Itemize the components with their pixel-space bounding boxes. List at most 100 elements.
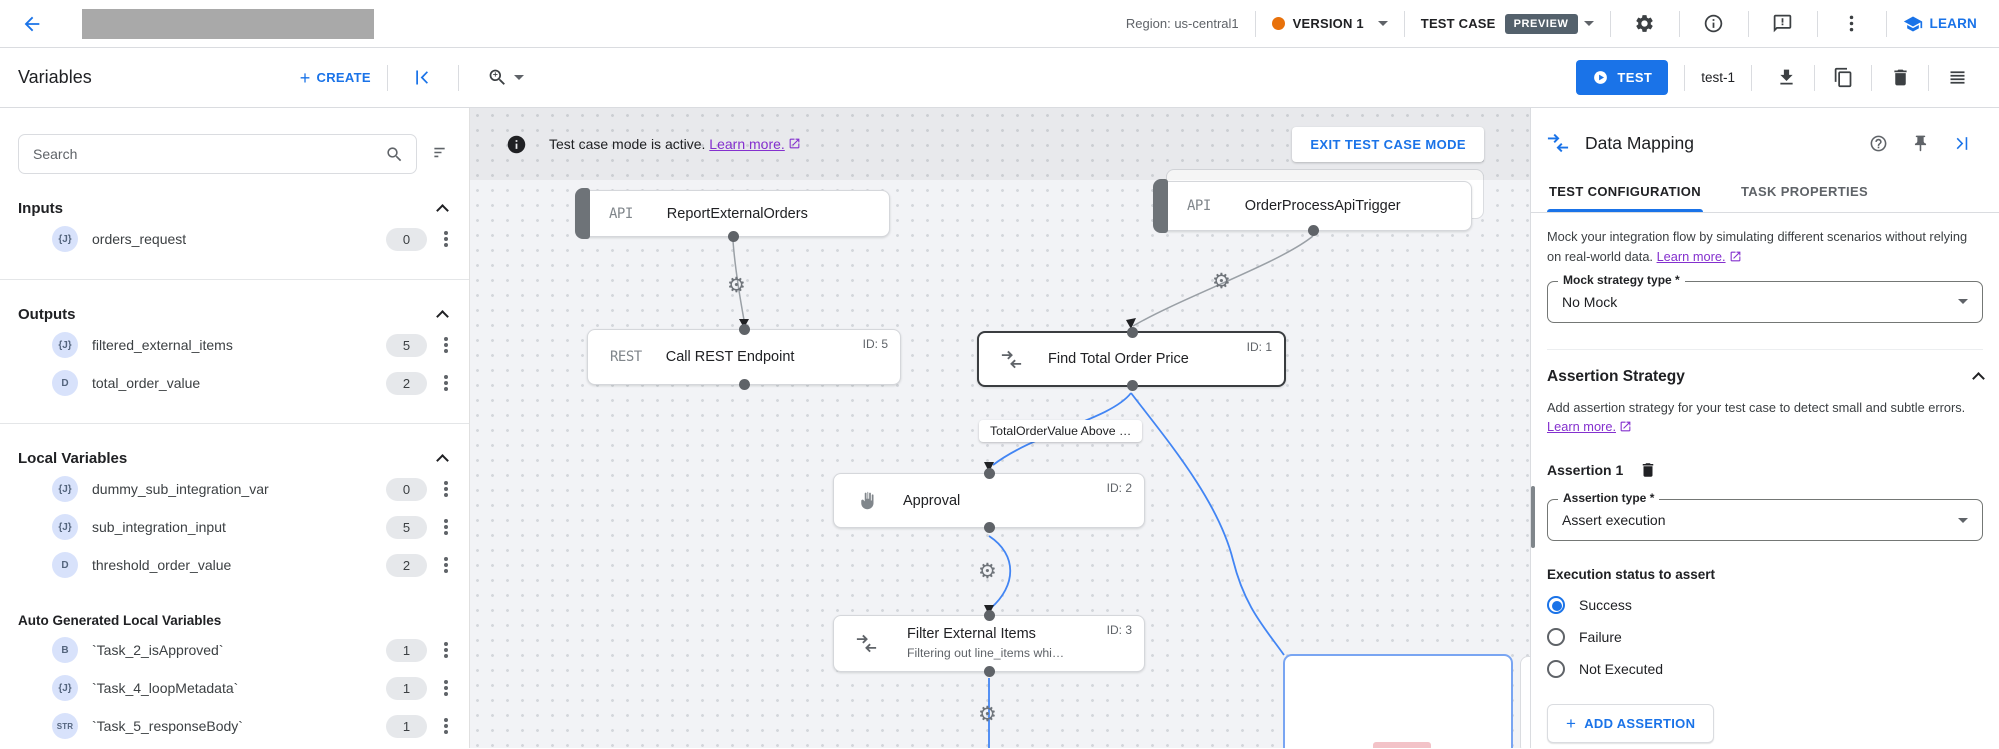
node-report-external-orders[interactable]: API ReportExternalOrders bbox=[576, 190, 890, 237]
variable-row[interactable]: {J} `Task_4_loopMetadata` 1 bbox=[52, 672, 459, 704]
variable-menu-button[interactable] bbox=[433, 478, 459, 500]
settings-button[interactable] bbox=[1627, 6, 1663, 42]
collapse-sidebar-button[interactable] bbox=[404, 60, 440, 96]
info-button[interactable] bbox=[1696, 6, 1732, 42]
variable-row[interactable]: D threshold_order_value 2 bbox=[52, 549, 459, 581]
duplicate-button[interactable] bbox=[1825, 60, 1861, 96]
output-port[interactable] bbox=[1127, 380, 1138, 391]
radio-option-not-executed[interactable]: Not Executed bbox=[1547, 660, 1983, 678]
close-panel-button[interactable] bbox=[1947, 128, 1977, 158]
exit-test-case-mode-button[interactable]: EXIT TEST CASE MODE bbox=[1292, 127, 1484, 162]
radio-option-success[interactable]: Success bbox=[1547, 596, 1983, 614]
variable-name: orders_request bbox=[92, 231, 186, 247]
variable-row[interactable]: {J} filtered_external_items 5 bbox=[52, 329, 459, 361]
pin-icon bbox=[1911, 134, 1930, 153]
edge-gear-icon[interactable]: ⚙ bbox=[1212, 271, 1231, 292]
delete-button[interactable] bbox=[1882, 60, 1918, 96]
variable-name: total_order_value bbox=[92, 375, 200, 391]
edge-condition-label[interactable]: TotalOrderValue Above … bbox=[979, 420, 1142, 442]
variable-menu-button[interactable] bbox=[433, 372, 459, 394]
variable-menu-button[interactable] bbox=[433, 334, 459, 356]
tab-test-configuration[interactable]: TEST CONFIGURATION bbox=[1547, 172, 1703, 212]
node-call-rest-endpoint[interactable]: REST Call REST Endpoint ID: 5 bbox=[587, 329, 901, 385]
help-button[interactable] bbox=[1863, 128, 1893, 158]
redacted-title-block bbox=[82, 9, 374, 39]
plus-icon: + bbox=[1566, 715, 1576, 732]
add-assertion-button[interactable]: + ADD ASSERTION bbox=[1547, 704, 1714, 743]
data-mapping-icon bbox=[1001, 349, 1022, 370]
data-mapping-panel: Data Mapping TEST CONFIGURATION TASK PRO… bbox=[1530, 108, 1999, 748]
input-port[interactable] bbox=[739, 324, 750, 335]
output-port[interactable] bbox=[1308, 225, 1319, 236]
chevron-down-icon bbox=[514, 75, 524, 80]
mock-learn-more-link[interactable]: Learn more. bbox=[1657, 249, 1726, 264]
assertion-type-select[interactable]: Assertion type * Assert execution bbox=[1547, 499, 1983, 541]
json-type-icon: {J} bbox=[52, 226, 78, 252]
help-icon bbox=[1869, 134, 1888, 153]
delete-assertion-icon[interactable] bbox=[1639, 461, 1657, 479]
variable-name: `Task_2_isApproved` bbox=[92, 642, 224, 658]
sort-variables-button[interactable] bbox=[427, 140, 455, 168]
search-input[interactable] bbox=[33, 146, 385, 162]
node-title: ReportExternalOrders bbox=[667, 206, 808, 222]
input-port[interactable] bbox=[984, 468, 995, 479]
download-button[interactable] bbox=[1768, 60, 1804, 96]
variable-menu-button[interactable] bbox=[433, 677, 459, 699]
learn-label: LEARN bbox=[1930, 16, 1978, 31]
run-test-button[interactable]: TEST bbox=[1576, 60, 1668, 95]
mock-strategy-select[interactable]: Mock strategy type * No Mock bbox=[1547, 281, 1983, 323]
outputs-section-header: Outputs bbox=[18, 306, 447, 323]
edge-gear-icon[interactable]: ⚙ bbox=[978, 561, 997, 582]
variable-row[interactable]: {J} sub_integration_input 5 bbox=[52, 511, 459, 543]
variable-row[interactable]: B `Task_2_isApproved` 1 bbox=[52, 634, 459, 666]
variable-name: threshold_order_value bbox=[92, 557, 231, 573]
integration-canvas[interactable]: Test case mode is active. Learn more. EX… bbox=[470, 108, 1530, 748]
node-approval[interactable]: Approval ID: 2 bbox=[833, 473, 1145, 528]
collapse-chevron-icon[interactable] bbox=[436, 204, 449, 217]
variable-name: `Task_4_loopMetadata` bbox=[92, 680, 238, 696]
test-case-list-button[interactable] bbox=[1939, 60, 1975, 96]
variable-menu-button[interactable] bbox=[433, 228, 459, 250]
output-port[interactable] bbox=[728, 231, 739, 242]
execution-status-label: Execution status to assert bbox=[1547, 567, 1983, 582]
edge-gear-icon[interactable]: ⚙ bbox=[978, 704, 997, 725]
collapse-chevron-icon[interactable] bbox=[436, 310, 449, 323]
radio-option-failure[interactable]: Failure bbox=[1547, 628, 1983, 646]
variable-menu-button[interactable] bbox=[433, 639, 459, 661]
input-port[interactable] bbox=[1127, 327, 1138, 338]
tab-task-properties[interactable]: TASK PROPERTIES bbox=[1739, 172, 1870, 212]
input-port[interactable] bbox=[984, 610, 995, 621]
test-case-selector[interactable]: TEST CASE PREVIEW bbox=[1421, 14, 1594, 34]
copy-icon bbox=[1833, 67, 1854, 88]
add-assertion-label: ADD ASSERTION bbox=[1584, 716, 1695, 731]
variable-row[interactable]: {J} orders_request 0 bbox=[52, 223, 459, 255]
variable-row[interactable]: D total_order_value 2 bbox=[52, 367, 459, 399]
panel-scrollbar[interactable] bbox=[1531, 486, 1535, 548]
collapse-chevron-icon[interactable] bbox=[1972, 372, 1985, 385]
variable-menu-button[interactable] bbox=[433, 554, 459, 576]
usage-count-badge: 1 bbox=[386, 639, 427, 662]
output-port[interactable] bbox=[984, 666, 995, 677]
learn-button[interactable]: LEARN bbox=[1903, 14, 1978, 34]
node-filter-external-items[interactable]: Filter External Items Filtering out line… bbox=[833, 615, 1145, 672]
more-options-button[interactable] bbox=[1834, 6, 1870, 42]
output-port[interactable] bbox=[739, 379, 750, 390]
create-variable-button[interactable]: + CREATE bbox=[300, 69, 371, 87]
collapse-chevron-icon[interactable] bbox=[436, 454, 449, 467]
back-button[interactable] bbox=[14, 6, 50, 42]
variable-menu-button[interactable] bbox=[433, 715, 459, 737]
pin-panel-button[interactable] bbox=[1905, 128, 1935, 158]
variable-menu-button[interactable] bbox=[433, 516, 459, 538]
zoom-control-button[interactable] bbox=[477, 60, 535, 96]
variable-row[interactable]: {J} dummy_sub_integration_var 0 bbox=[52, 473, 459, 505]
version-selector[interactable]: VERSION 1 bbox=[1272, 16, 1388, 31]
output-port[interactable] bbox=[984, 522, 995, 533]
variable-row[interactable]: STR `Task_5_responseBody` 1 bbox=[52, 710, 459, 742]
edge-gear-icon[interactable]: ⚙ bbox=[727, 275, 746, 296]
banner-learn-more-link[interactable]: Learn more. bbox=[709, 136, 784, 152]
assertion-learn-more-link[interactable]: Learn more. bbox=[1547, 419, 1616, 434]
variable-name: `Task_5_responseBody` bbox=[92, 718, 243, 734]
feedback-button[interactable] bbox=[1765, 6, 1801, 42]
node-find-total-order-price[interactable]: Find Total Order Price ID: 1 bbox=[977, 331, 1286, 387]
node-order-process-api-trigger[interactable]: API OrderProcessApiTrigger bbox=[1154, 181, 1472, 231]
